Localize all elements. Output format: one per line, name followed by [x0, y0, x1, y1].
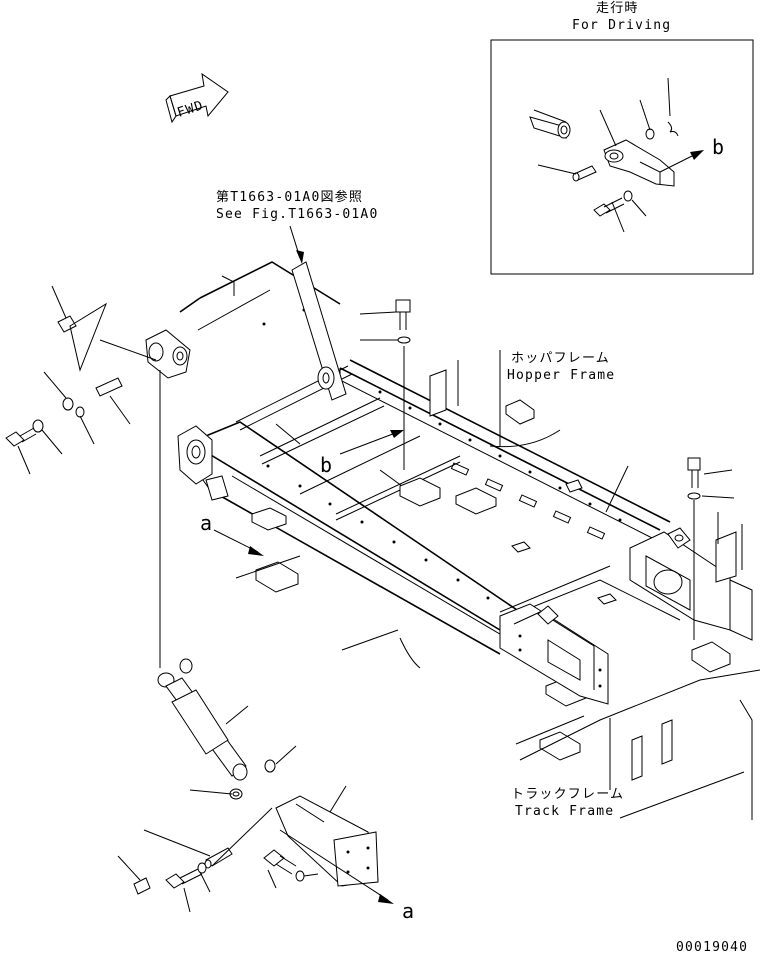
left-pivot-bracket — [177, 425, 229, 501]
right-side-parts — [235, 299, 743, 745]
track-frame-en: Track Frame — [515, 804, 614, 819]
frame-pads — [251, 477, 731, 761]
fwd-arrow: FWD — [165, 72, 229, 124]
inset-bolt — [593, 197, 625, 217]
inset-arm — [529, 109, 571, 139]
upper-left-pivot — [145, 329, 191, 379]
fwd-label: FWD — [175, 98, 205, 121]
view-label-a-bottom: a — [402, 899, 414, 923]
left-linkage-parts — [5, 285, 157, 475]
inset-for-driving: 走行時 For Driving — [490, 1, 754, 275]
hopper-frame-jp: ホッパフレーム — [511, 351, 610, 366]
reference-jp: 第T1663-01A0図参照 — [216, 189, 363, 205]
drawing-number: 00019040 — [676, 940, 748, 955]
middle-bracket — [499, 603, 609, 705]
rail-slots — [450, 462, 606, 540]
track-frame-jp: トラックフレーム — [511, 787, 624, 802]
rail-holes — [262, 308, 622, 600]
view-arrow-b-center: b — [320, 430, 404, 477]
hopper-frame-en: Hopper Frame — [507, 368, 615, 383]
right-end-bracket — [629, 527, 753, 641]
inset-pin — [572, 165, 597, 182]
inset-washer-2 — [623, 190, 633, 202]
track-frame-blocks — [631, 719, 673, 781]
lower-bracket: a — [117, 785, 414, 923]
main-hopper-frame — [145, 261, 761, 820]
inset-cotter-pin — [667, 121, 679, 137]
inset-arrow-b-label: b — [712, 135, 724, 159]
hopper-mount-blocks — [429, 369, 737, 583]
inset-title-jp: 走行時 — [596, 1, 639, 16]
inset-title-en: For Driving — [572, 18, 671, 33]
view-label-b-center: b — [320, 453, 332, 477]
inset-washer — [645, 128, 655, 140]
reference-en: See Fig.T1663-01A0 — [216, 207, 378, 222]
view-label-a-left: a — [200, 511, 212, 535]
inset-bracket — [603, 139, 675, 187]
lift-cylinder — [157, 370, 297, 800]
stay-arm — [291, 261, 347, 401]
view-arrow-a-left: a — [200, 511, 264, 556]
